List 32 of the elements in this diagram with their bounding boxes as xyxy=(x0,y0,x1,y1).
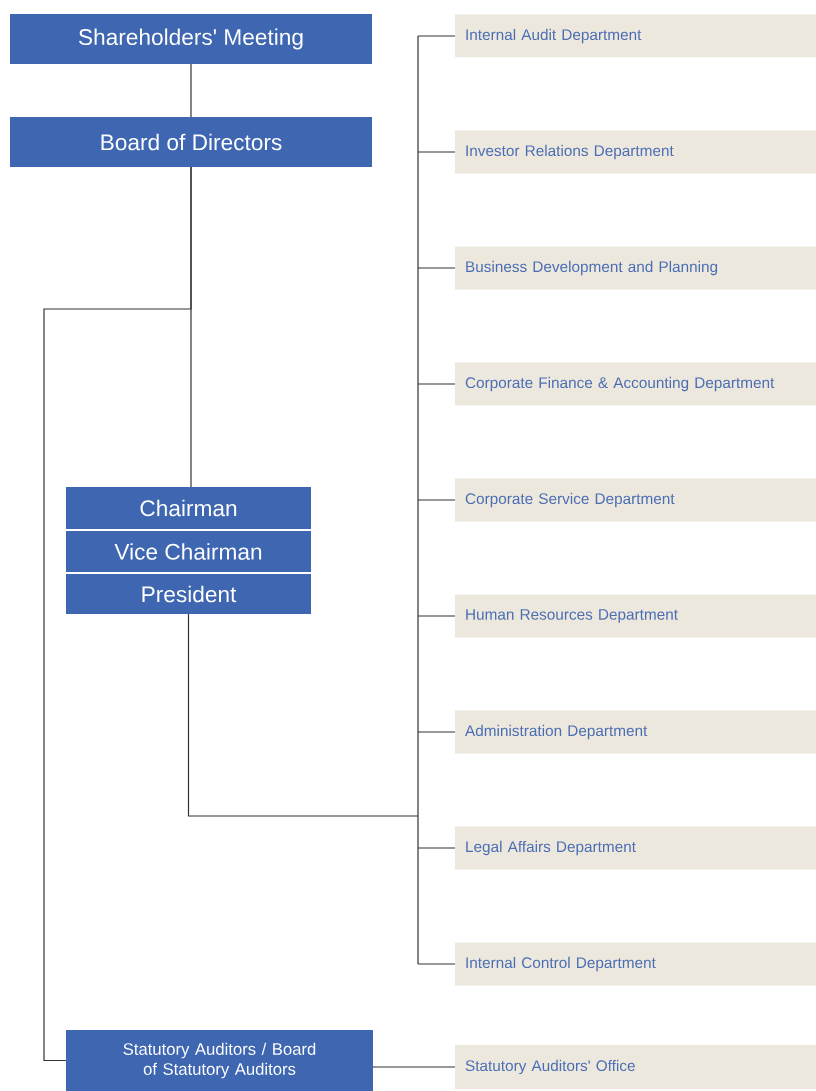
executive-box: President xyxy=(66,574,311,614)
department-box: Human Resources Department xyxy=(455,594,816,638)
executive-box: Chairman xyxy=(66,487,311,529)
connector-line xyxy=(417,35,456,37)
department-box: Administration Department xyxy=(455,710,816,754)
executive-box: Vice Chairman xyxy=(66,531,311,572)
org-box: Statutory Auditors / Board of Statutory Auditors xyxy=(66,1030,373,1091)
department-box: Internal Audit Department xyxy=(455,14,816,58)
connector-line xyxy=(417,151,456,153)
org-box: Board of Directors xyxy=(10,117,372,167)
connector-line xyxy=(417,847,456,849)
department-box: Investor Relations Department xyxy=(455,130,816,174)
department-box: Statutory Auditors' Office xyxy=(455,1045,816,1089)
connector-line xyxy=(417,499,456,501)
department-box: Corporate Finance & Accounting Department xyxy=(455,362,816,406)
department-box: Corporate Service Department xyxy=(455,478,816,522)
connector-line xyxy=(417,615,456,617)
connector-line xyxy=(43,166,192,1062)
connector-line xyxy=(187,35,419,965)
connector-line xyxy=(190,63,192,118)
connector-line xyxy=(372,1066,456,1068)
connector-line xyxy=(417,267,456,269)
department-box: Internal Control Department xyxy=(455,942,816,986)
org-box: Shareholders' Meeting xyxy=(10,14,372,64)
connector-line xyxy=(417,383,456,385)
node-label: President xyxy=(142,585,237,603)
department-box: Legal Affairs Department xyxy=(455,826,816,870)
connector-line xyxy=(417,963,456,965)
connector-line xyxy=(417,731,456,733)
node-label: Vice Chairman xyxy=(114,543,262,560)
node-label: Chairman xyxy=(140,499,237,517)
department-box: Business Development and Planning xyxy=(455,246,816,290)
